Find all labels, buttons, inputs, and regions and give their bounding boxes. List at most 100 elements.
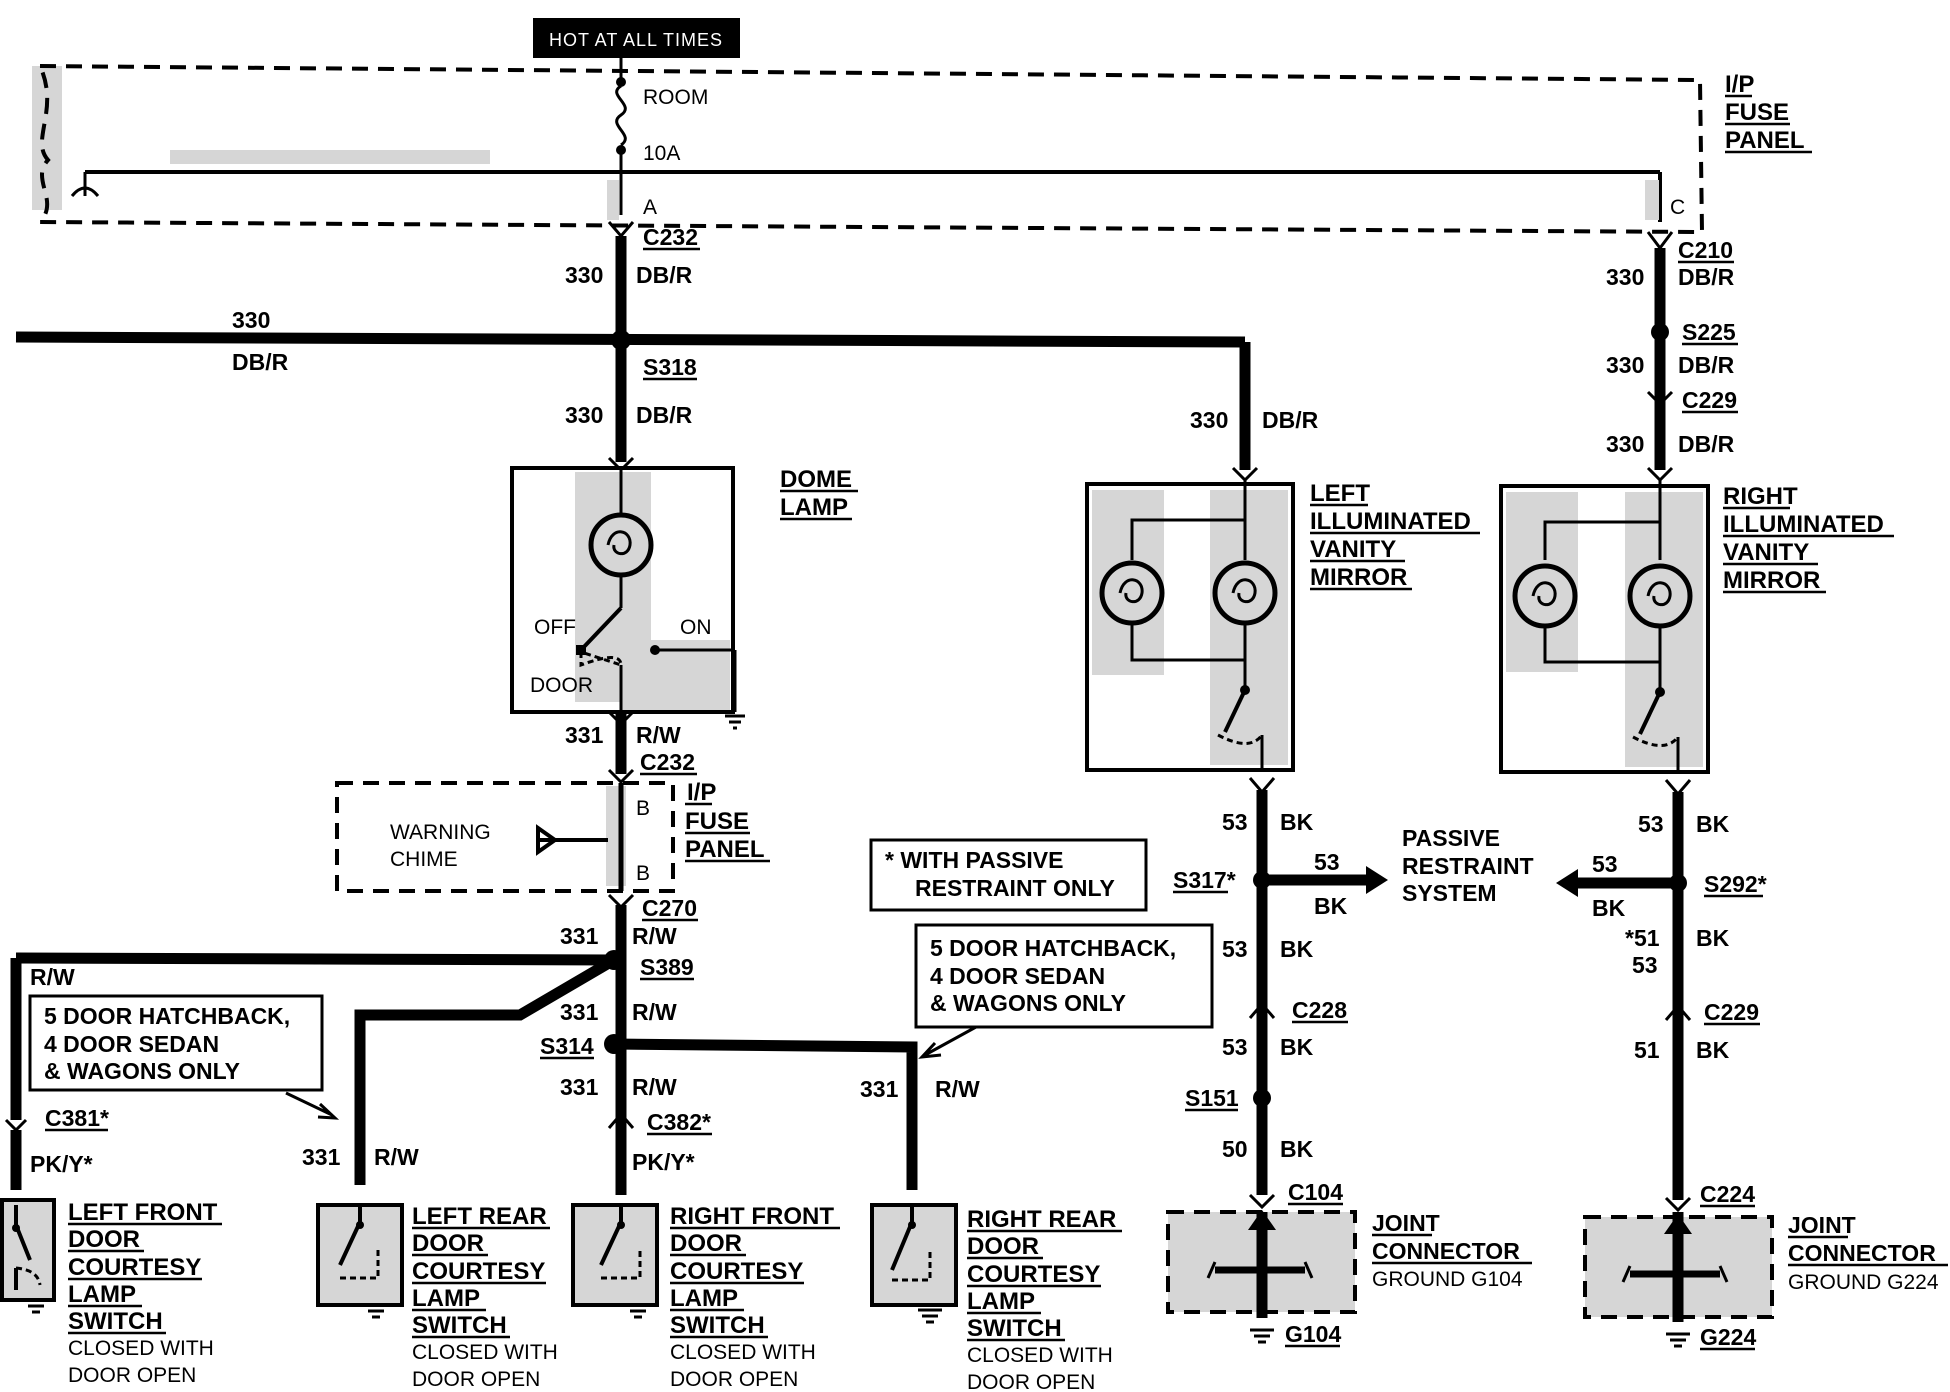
- lf-1: LEFT FRONT: [68, 1199, 218, 1226]
- dome-off: OFF: [534, 616, 576, 639]
- w330-r2: 330: [1606, 352, 1644, 378]
- w53-l3: 53: [1222, 936, 1248, 962]
- w53-r3: 53: [1632, 952, 1658, 978]
- dbr-b: DB/R: [636, 402, 693, 428]
- w50: 50: [1222, 1136, 1248, 1162]
- pky-r: PK/Y*: [632, 1149, 695, 1175]
- wire-331-chain: 331 R/W C232: [565, 710, 697, 785]
- c104: C104: [1288, 1179, 1343, 1205]
- s225: S225: [1682, 319, 1736, 345]
- ip-fuse-panel-top: C I/P FUSE PANEL: [32, 63, 1812, 235]
- switch-right-front: RIGHT FRONT DOOR COURTESY LAMP SWITCH CL…: [571, 1203, 840, 1391]
- bk-r1: BK: [1696, 811, 1730, 837]
- rw-b: R/W: [632, 923, 677, 949]
- bk-l1: BK: [1280, 809, 1314, 835]
- bk-r4: BK: [1696, 1037, 1730, 1063]
- rf-4: LAMP: [670, 1285, 738, 1312]
- s151: S151: [1185, 1085, 1239, 1111]
- ground-g224: GROUND G224: [1788, 1271, 1939, 1294]
- rw-left: R/W: [30, 964, 75, 990]
- w331-e: 331: [860, 1076, 899, 1102]
- lf-5: SWITCH: [68, 1308, 163, 1335]
- rr-2: DOOR: [967, 1233, 1039, 1260]
- lr-5: SWITCH: [412, 1312, 507, 1339]
- lf-4: LAMP: [68, 1281, 136, 1308]
- pin-c-label: C: [1670, 196, 1685, 219]
- chime-2: CHIME: [390, 848, 458, 871]
- bk-l3: BK: [1280, 936, 1314, 962]
- bk-l5: BK: [1280, 1136, 1314, 1162]
- lr-4: LAMP: [412, 1285, 480, 1312]
- w53-l1: 53: [1222, 809, 1248, 835]
- dome-title-1: DOME: [780, 466, 852, 493]
- fuse-panel-title-2: FUSE: [1725, 99, 1789, 126]
- bk-r3: BK: [1696, 925, 1730, 951]
- lvm-1: LEFT: [1310, 480, 1370, 507]
- ipfp-1: I/P: [687, 779, 716, 806]
- joint-connector-g224: JOINT CONNECTOR GROUND G224 G224: [1583, 1212, 1948, 1351]
- fuse-panel-title: I/P FUSE PANEL: [1725, 71, 1812, 154]
- passive-restraint: PASSIVE RESTRAINT SYSTEM: [1402, 825, 1534, 906]
- chime-pin-b2: B: [636, 862, 650, 885]
- lr-1: LEFT REAR: [412, 1203, 547, 1230]
- dome-door: DOOR: [530, 674, 593, 697]
- room-fuse: ROOM 10A A: [607, 58, 708, 220]
- c229-top: C229: [1682, 387, 1737, 413]
- left-vanity-mirror: LEFT ILLUMINATED VANITY MIRROR: [1085, 480, 1480, 772]
- pn-2: RESTRAINT ONLY: [915, 875, 1115, 901]
- s389: S389: [640, 954, 694, 980]
- hnl-1: 5 DOOR HATCHBACK,: [44, 1003, 290, 1029]
- hnr-2: 4 DOOR SEDAN: [930, 963, 1105, 989]
- w330-left: 330: [232, 307, 270, 333]
- w330-r3: 330: [1606, 431, 1644, 457]
- lr-2: DOOR: [412, 1230, 484, 1257]
- rf-6: CLOSED WITH: [670, 1341, 816, 1364]
- rvm-4: MIRROR: [1723, 567, 1820, 594]
- bk-l4: BK: [1280, 1034, 1314, 1060]
- rf-1: RIGHT FRONT: [670, 1203, 834, 1230]
- w51s: *51: [1625, 925, 1660, 951]
- s318: S318: [643, 354, 697, 380]
- c224: C224: [1700, 1181, 1755, 1207]
- w331-d: 331: [560, 1074, 599, 1100]
- lvm-4: MIRROR: [1310, 564, 1407, 591]
- lf-6: CLOSED WITH: [68, 1337, 214, 1360]
- rr-3: COURTESY: [967, 1261, 1100, 1288]
- w330-r1: 330: [1606, 264, 1644, 290]
- dbr-left: DB/R: [232, 349, 289, 375]
- w53-r2: 53: [1592, 851, 1618, 877]
- trunk-330: C232 330 DB/R S318 330 DB/R: [565, 221, 700, 473]
- pin-a-label: A: [643, 196, 657, 219]
- switch-left-front: LEFT FRONT DOOR COURTESY LAMP SWITCH CLO…: [0, 1198, 222, 1387]
- bk-r2: BK: [1592, 895, 1626, 921]
- ground-g104: GROUND G104: [1372, 1268, 1523, 1291]
- c210: C210: [1678, 237, 1733, 263]
- fuse-name: ROOM: [643, 86, 708, 109]
- dbr-r2: DB/R: [1678, 352, 1735, 378]
- w331-f: 331: [302, 1144, 341, 1170]
- c228: C228: [1292, 997, 1347, 1023]
- rw-c: R/W: [632, 999, 677, 1025]
- fuse-rating: 10A: [643, 142, 680, 165]
- passive-note: * WITH PASSIVE RESTRAINT ONLY: [869, 838, 1148, 912]
- lr-3: COURTESY: [412, 1258, 545, 1285]
- rr-5: SWITCH: [967, 1315, 1062, 1342]
- jc1-1: JOINT: [1372, 1210, 1440, 1236]
- rvm-3: VANITY: [1723, 539, 1809, 566]
- rf-7: DOOR OPEN: [670, 1368, 798, 1391]
- joint-connector-g104: JOINT CONNECTOR GROUND G104 G104: [1166, 1210, 1532, 1348]
- rw-a: R/W: [636, 722, 681, 748]
- hatch-note-left: 5 DOOR HATCHBACK, 4 DOOR SEDAN & WAGONS …: [28, 994, 340, 1120]
- w53-l4: 53: [1222, 1034, 1248, 1060]
- rw-d: R/W: [632, 1074, 677, 1100]
- lf-2: DOOR: [68, 1226, 140, 1253]
- lvm-2: ILLUMINATED: [1310, 508, 1471, 535]
- hatch-note-right: 5 DOOR HATCHBACK, 4 DOOR SEDAN & WAGONS …: [914, 923, 1214, 1059]
- right-vanity-mirror: RIGHT ILLUMINATED VANITY MIRROR: [1499, 480, 1894, 774]
- hot-tag: HOT AT ALL TIMES: [533, 18, 740, 58]
- prs-2: RESTRAINT: [1402, 853, 1534, 879]
- dome-title-2: LAMP: [780, 494, 848, 521]
- rw-e: R/W: [935, 1076, 980, 1102]
- ipfp-2: FUSE: [685, 808, 749, 835]
- w331-b: 331: [560, 923, 599, 949]
